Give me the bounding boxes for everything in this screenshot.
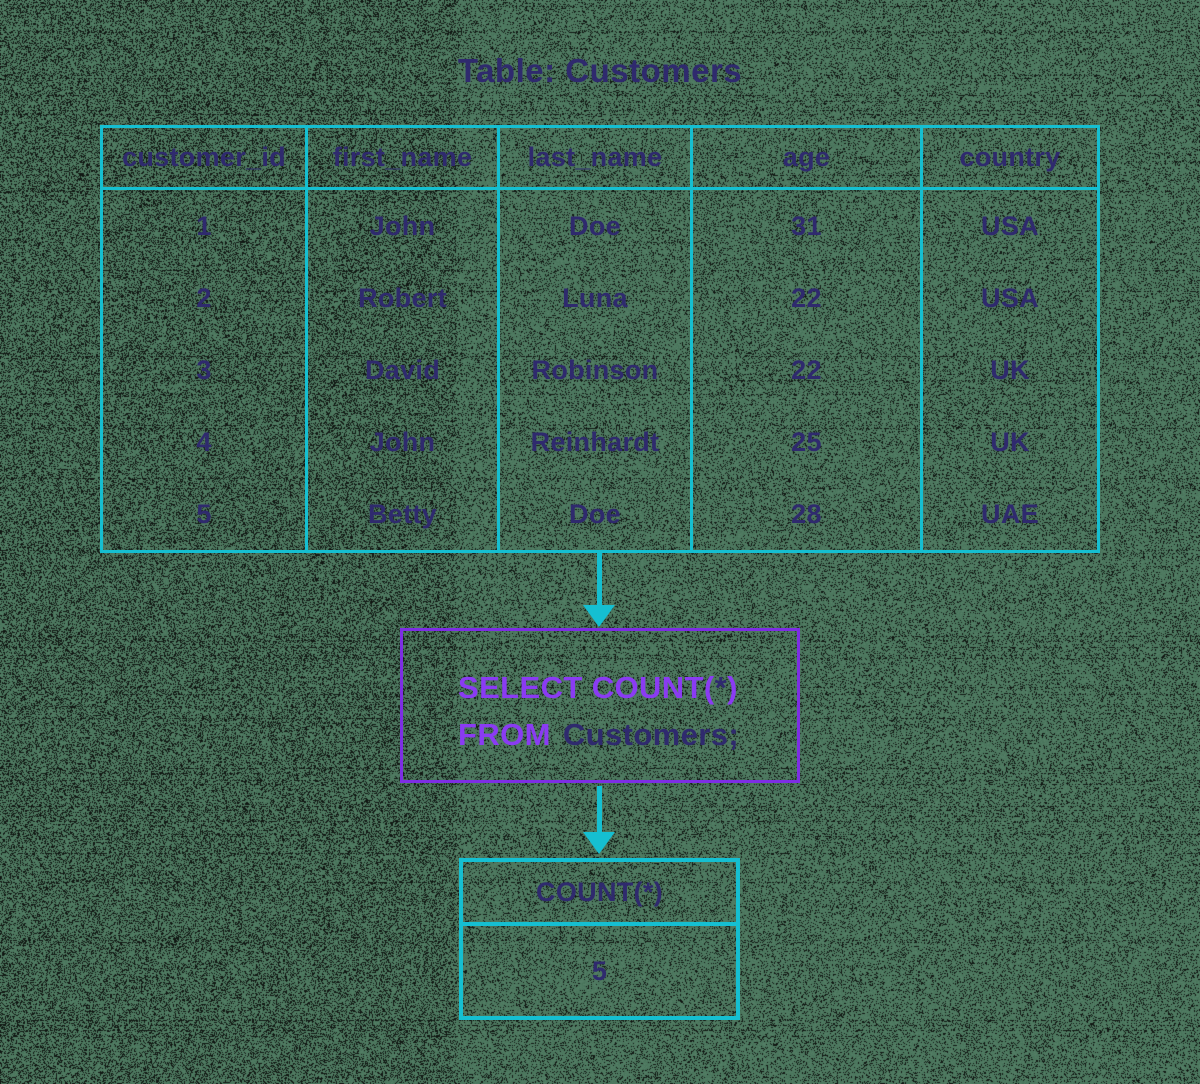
table-cell: David	[308, 334, 500, 406]
table-cell: 4	[103, 406, 308, 478]
sql-keyword: FROM	[458, 717, 551, 752]
table-cell: Betty	[308, 478, 500, 550]
arrow-down-icon	[583, 832, 615, 854]
result-table: COUNT(*) 5	[459, 858, 740, 1020]
sql-query-line-2: FROM Customers;	[458, 711, 797, 758]
table-cell: John	[308, 406, 500, 478]
result-value: 5	[463, 926, 736, 1016]
column-header-customer-id: customer_id	[103, 128, 308, 190]
table-cell: UAE	[923, 478, 1097, 550]
table-cell: 3	[103, 334, 308, 406]
table-cell: 1	[103, 190, 308, 262]
column-header-country: country	[923, 128, 1097, 190]
sql-star: *	[715, 670, 727, 705]
arrow-down-icon	[583, 605, 615, 627]
table-cell: Robert	[308, 262, 500, 334]
customers-table: customer_id first_name last_name age cou…	[100, 125, 1100, 553]
table-cell: Robinson	[500, 334, 693, 406]
sql-keyword: SELECT COUNT(	[458, 670, 715, 705]
table-cell: 31	[693, 190, 923, 262]
table-cell: USA	[923, 262, 1097, 334]
table-cell: Doe	[500, 478, 693, 550]
table-cell: Doe	[500, 190, 693, 262]
table-cell: USA	[923, 190, 1097, 262]
sql-query-box: SELECT COUNT(*) FROM Customers;	[400, 628, 800, 783]
table-cell: 5	[103, 478, 308, 550]
page-title: Table: Customers	[0, 52, 1200, 90]
table-cell: John	[308, 190, 500, 262]
column-header-last-name: last_name	[500, 128, 693, 190]
table-cell: UK	[923, 334, 1097, 406]
table-cell: 22	[693, 334, 923, 406]
column-header-first-name: first_name	[308, 128, 500, 190]
sql-close-paren: )	[727, 670, 738, 705]
table-cell: 28	[693, 478, 923, 550]
arrow-down-icon	[597, 551, 602, 607]
sql-query-line-1: SELECT COUNT(*)	[458, 664, 797, 711]
table-cell: 25	[693, 406, 923, 478]
table-cell: 2	[103, 262, 308, 334]
table-cell: UK	[923, 406, 1097, 478]
table-cell: 22	[693, 262, 923, 334]
column-header-age: age	[693, 128, 923, 190]
table-cell: Luna	[500, 262, 693, 334]
sql-table-name: Customers;	[563, 717, 739, 752]
arrow-down-icon	[597, 786, 602, 834]
table-cell: Reinhardt	[500, 406, 693, 478]
result-header: COUNT(*)	[463, 862, 736, 926]
